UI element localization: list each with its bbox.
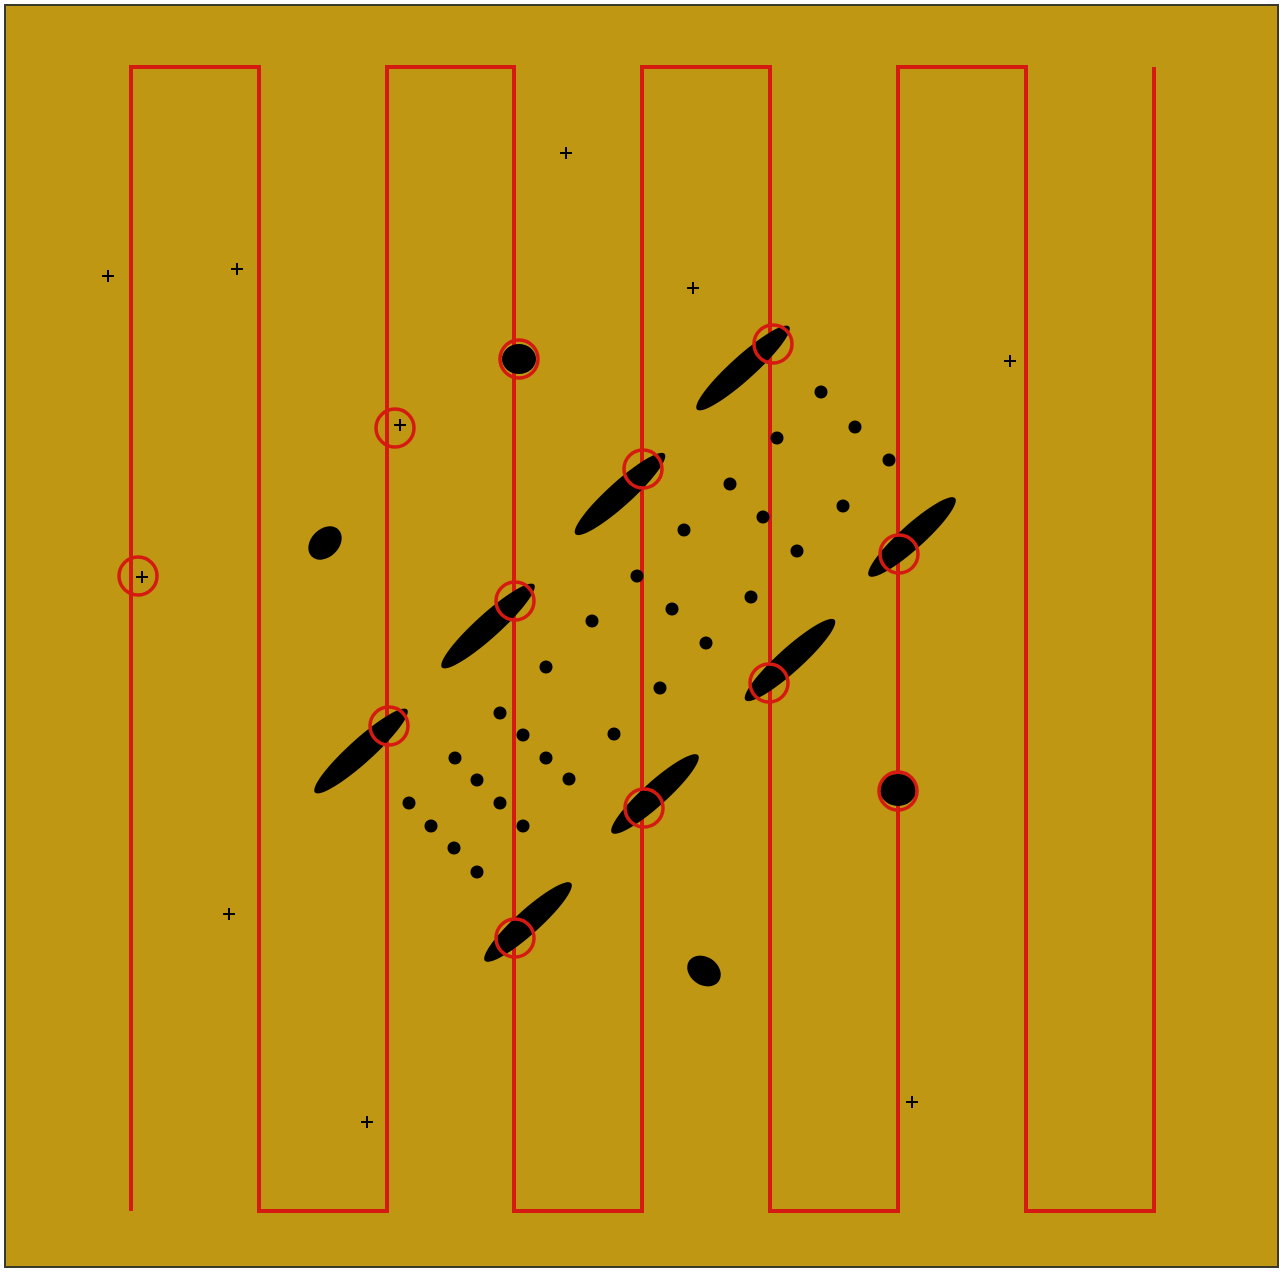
dot (724, 478, 737, 491)
dot (471, 774, 484, 787)
dot (540, 752, 553, 765)
dot (631, 570, 644, 583)
dot (494, 797, 507, 810)
dot (815, 386, 828, 399)
dot (540, 661, 553, 674)
dot (678, 524, 691, 537)
dot (791, 545, 804, 558)
dot (586, 615, 599, 628)
dot (494, 707, 507, 720)
dot (837, 500, 850, 513)
dot (449, 752, 462, 765)
dot (517, 820, 530, 833)
dot (563, 773, 576, 786)
dot (666, 603, 679, 616)
dot (448, 842, 461, 855)
dot (654, 682, 667, 695)
dot (745, 591, 758, 604)
dot (425, 820, 438, 833)
dot (757, 511, 770, 524)
elongated-object (502, 344, 536, 374)
dot (849, 421, 862, 434)
dot (471, 866, 484, 879)
dot (700, 637, 713, 650)
dot (608, 728, 621, 741)
dot (883, 454, 896, 467)
dot (517, 729, 530, 742)
dot (771, 432, 784, 445)
dot (403, 797, 416, 810)
